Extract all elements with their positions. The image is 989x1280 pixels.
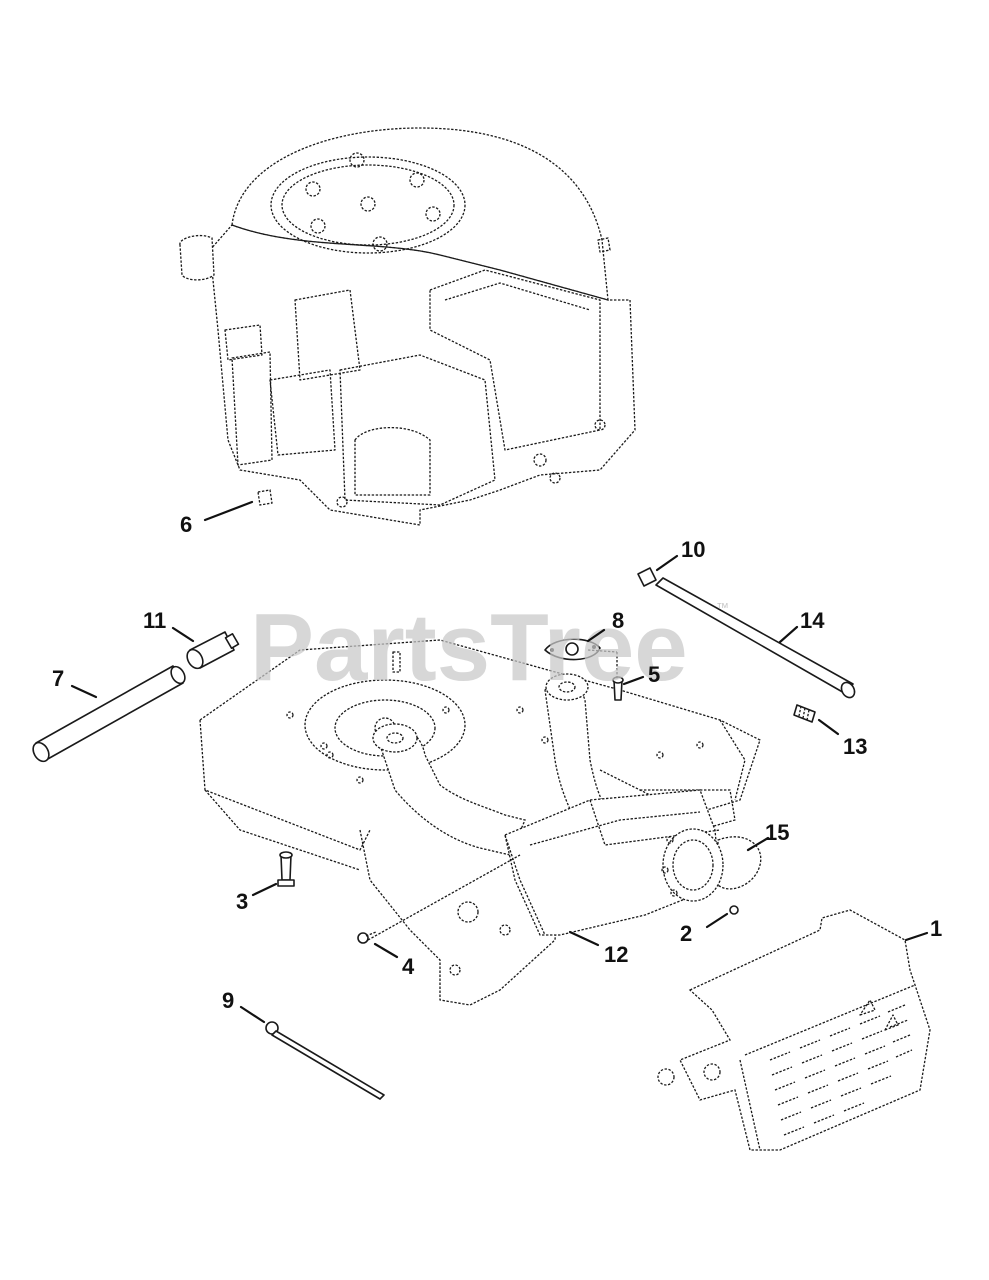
callout-12: 12 bbox=[604, 942, 628, 967]
part-8-gasket bbox=[544, 638, 601, 661]
callout-2: 2 bbox=[680, 921, 692, 946]
callout-1-leader bbox=[904, 931, 929, 942]
part-2-screw bbox=[729, 905, 739, 915]
callout-7: 7 bbox=[52, 666, 64, 691]
callout-3-leader bbox=[251, 882, 278, 897]
callout-15-leader bbox=[746, 836, 770, 852]
callout-5-leader bbox=[622, 675, 645, 686]
callout-13: 13 bbox=[843, 734, 867, 759]
part-4-screw bbox=[357, 931, 377, 944]
reference-line bbox=[587, 649, 618, 653]
reference-line bbox=[367, 854, 521, 941]
callout-6: 6 bbox=[180, 512, 192, 537]
watermark-trademark: ™ bbox=[716, 600, 729, 615]
part-10-clamp bbox=[637, 567, 657, 587]
callout-4: 4 bbox=[402, 954, 415, 979]
callout-7-leader bbox=[70, 684, 98, 699]
heat-shield bbox=[657, 909, 931, 1151]
callout-4-leader bbox=[373, 942, 399, 959]
part-13-spring bbox=[793, 704, 816, 723]
callout-9-leader bbox=[239, 1005, 266, 1024]
muffler-assembly bbox=[372, 673, 762, 936]
callout-6-leader bbox=[203, 500, 254, 522]
heat-shield-slots bbox=[769, 1004, 913, 1136]
part-9-cable-tie bbox=[265, 1021, 385, 1100]
callout-5: 5 bbox=[648, 662, 660, 687]
callout-13-leader bbox=[817, 718, 840, 736]
watermark-text: PartsTree bbox=[250, 594, 688, 701]
callout-8-leader bbox=[586, 628, 606, 643]
callouts: 1 2 3 4 5 6 7 8 9 10 11 12 13 bbox=[52, 500, 942, 1024]
callout-14: 14 bbox=[800, 608, 825, 633]
callout-14-leader bbox=[778, 625, 799, 644]
callout-12-leader bbox=[568, 930, 600, 947]
engine-assembly bbox=[179, 127, 636, 526]
part-6-nut bbox=[257, 489, 273, 506]
callout-15: 15 bbox=[765, 820, 789, 845]
callout-2-leader bbox=[705, 912, 729, 929]
callout-8: 8 bbox=[612, 608, 624, 633]
part-5-bolt bbox=[612, 676, 624, 701]
part-11-coupling bbox=[186, 631, 240, 670]
callout-10: 10 bbox=[681, 537, 705, 562]
part-3-bolt bbox=[277, 851, 295, 887]
callout-1: 1 bbox=[930, 916, 942, 941]
part-7-tube bbox=[32, 665, 186, 763]
part-14-rod bbox=[655, 577, 856, 699]
callout-9: 9 bbox=[222, 988, 234, 1013]
callout-10-leader bbox=[655, 554, 679, 572]
callout-11: 11 bbox=[143, 608, 166, 633]
partstree-watermark: PartsTree ™ bbox=[250, 594, 729, 701]
callout-3: 3 bbox=[236, 889, 248, 914]
callout-11-leader bbox=[171, 626, 195, 643]
